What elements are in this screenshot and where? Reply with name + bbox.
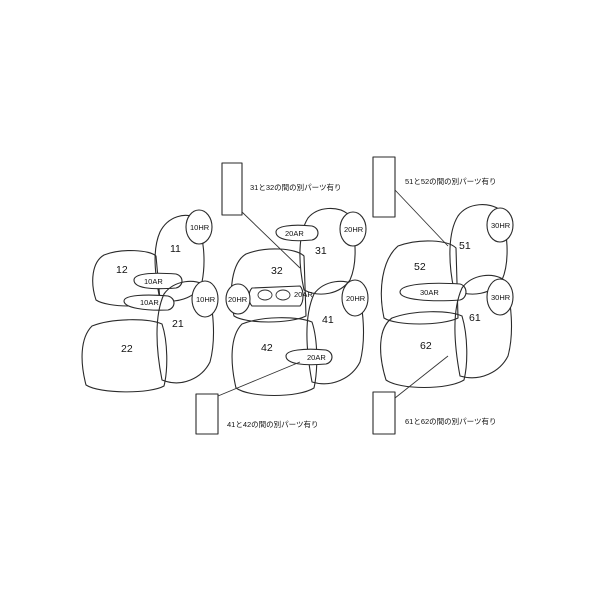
- label-41: 41: [322, 314, 334, 326]
- seat-cushion-12: [92, 250, 161, 307]
- label-20ar-mid: 20AR: [294, 290, 313, 299]
- headrest-20hr-bottom: [341, 279, 369, 317]
- part-labels: 11 12 21 22 31 32 41 42 51 52 61 62 10HR…: [116, 221, 511, 362]
- rear-row-seats: [372, 156, 514, 435]
- note-box-3132: [221, 162, 243, 216]
- headrest-20hr-top: [339, 211, 367, 247]
- label-10ar-top: 10AR: [144, 277, 163, 286]
- note-box-4142: [195, 393, 219, 435]
- note-3132: 31と32の間の別パーツ有り: [250, 182, 342, 192]
- label-20ar-bottom: 20AR: [307, 353, 326, 362]
- note-box-5152: [372, 156, 396, 218]
- label-22: 22: [121, 343, 133, 355]
- label-20hr-left: 20HR: [228, 295, 248, 304]
- label-42: 42: [261, 342, 273, 354]
- label-11: 11: [170, 243, 181, 255]
- armrest-10ar-top: [133, 272, 183, 290]
- label-10hr-top: 10HR: [190, 223, 210, 232]
- label-10hr-bottom: 10HR: [196, 295, 216, 304]
- note-5152: 51と52の間の別パーツ有り: [405, 176, 497, 186]
- headrest-20hr-left: [225, 283, 251, 315]
- leader-line-6162: [394, 355, 449, 399]
- label-10ar-bottom: 10AR: [140, 298, 159, 307]
- middle-row-seats: [195, 162, 369, 435]
- label-61: 61: [469, 312, 481, 324]
- headrest-30hr-top: [486, 207, 514, 243]
- label-20hr-top: 20HR: [344, 225, 364, 234]
- note-4142: 41と42の間の別パーツ有り: [227, 419, 319, 429]
- seat-cushion-52: [380, 240, 459, 325]
- label-62: 62: [420, 340, 432, 352]
- cup-holder-right: [275, 289, 291, 301]
- label-30hr-top: 30HR: [491, 221, 511, 230]
- note-6162: 61と62の間の別パーツ有り: [405, 416, 497, 426]
- label-51: 51: [459, 240, 471, 252]
- seat-cushion-32: [230, 248, 307, 323]
- leader-line-3132: [241, 211, 301, 269]
- leader-line-4142: [217, 361, 301, 397]
- headrest-10hr-bottom: [191, 280, 219, 318]
- label-21: 21: [172, 318, 184, 330]
- leader-line-5152: [394, 189, 449, 247]
- front-row-seats: [81, 209, 219, 393]
- label-20ar-top: 20AR: [285, 229, 304, 238]
- headrest-30hr-bottom: [486, 278, 514, 316]
- notes: 31と32の間の別パーツ有り 41と42の間の別パーツ有り 51と52の間の別パ…: [227, 176, 497, 429]
- label-20hr-bottom: 20HR: [346, 294, 366, 303]
- label-31: 31: [315, 245, 327, 257]
- label-12: 12: [116, 264, 128, 276]
- label-52: 52: [414, 261, 426, 273]
- label-30ar: 30AR: [420, 288, 439, 297]
- seat-cushion-62: [380, 311, 468, 389]
- label-30hr-bottom: 30HR: [491, 293, 511, 302]
- armrest-20ar-top: [275, 224, 319, 242]
- headrest-10hr-top: [185, 209, 213, 245]
- cup-holder-left: [257, 289, 273, 301]
- label-32: 32: [271, 265, 283, 277]
- note-box-6162: [372, 391, 396, 435]
- seat-cushion-22: [81, 319, 168, 393]
- seat-cushion-42: [231, 317, 318, 397]
- armrest-30ar: [399, 282, 467, 302]
- armrest-20ar-bottom: [285, 348, 333, 366]
